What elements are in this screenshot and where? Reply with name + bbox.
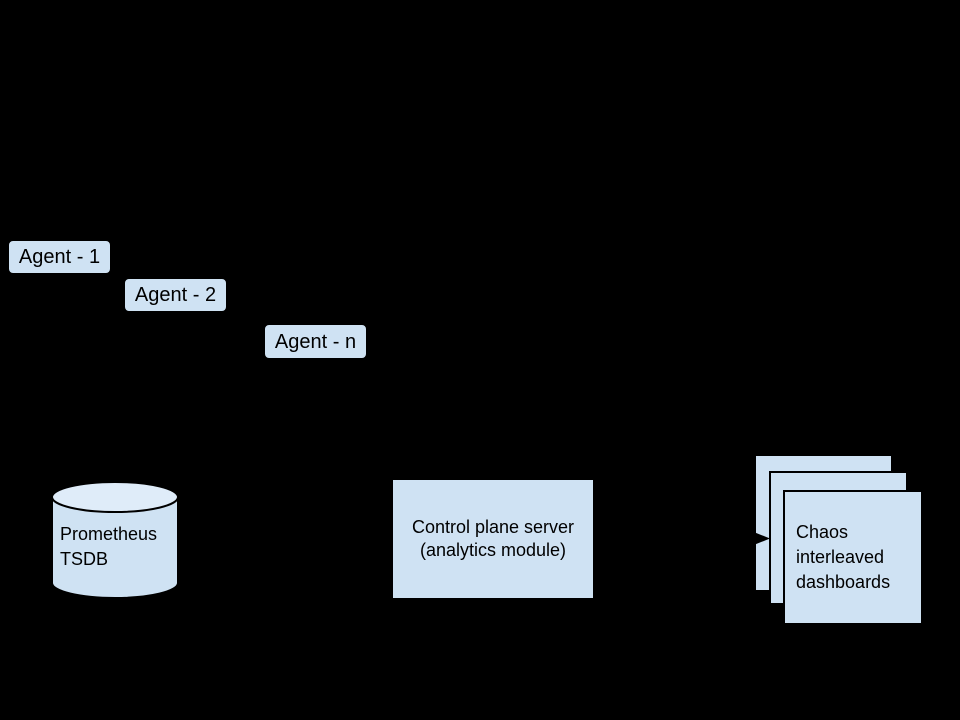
agent-1-node: Agent - 1 [7, 239, 112, 275]
prometheus-tsdb-cylinder: Prometheus TSDB [50, 480, 180, 600]
control-plane-label: Control plane server (analytics module) [411, 517, 575, 560]
agent-n-node: Agent - n [263, 323, 368, 360]
arrowhead-icon [750, 530, 770, 547]
cylinder-shape-icon [51, 481, 179, 599]
prometheus-tsdb-label: Prometheus TSDB [60, 524, 158, 569]
agent-2-node: Agent - 2 [123, 277, 228, 313]
dashboards-stack: Chaos interleaved dashboards [750, 450, 930, 630]
dashboards-label: Chaos interleaved dashboards [796, 522, 891, 592]
dashboard-card-front: Chaos interleaved dashboards [783, 490, 923, 625]
control-plane-box: Control plane server (analytics module) [393, 480, 593, 598]
